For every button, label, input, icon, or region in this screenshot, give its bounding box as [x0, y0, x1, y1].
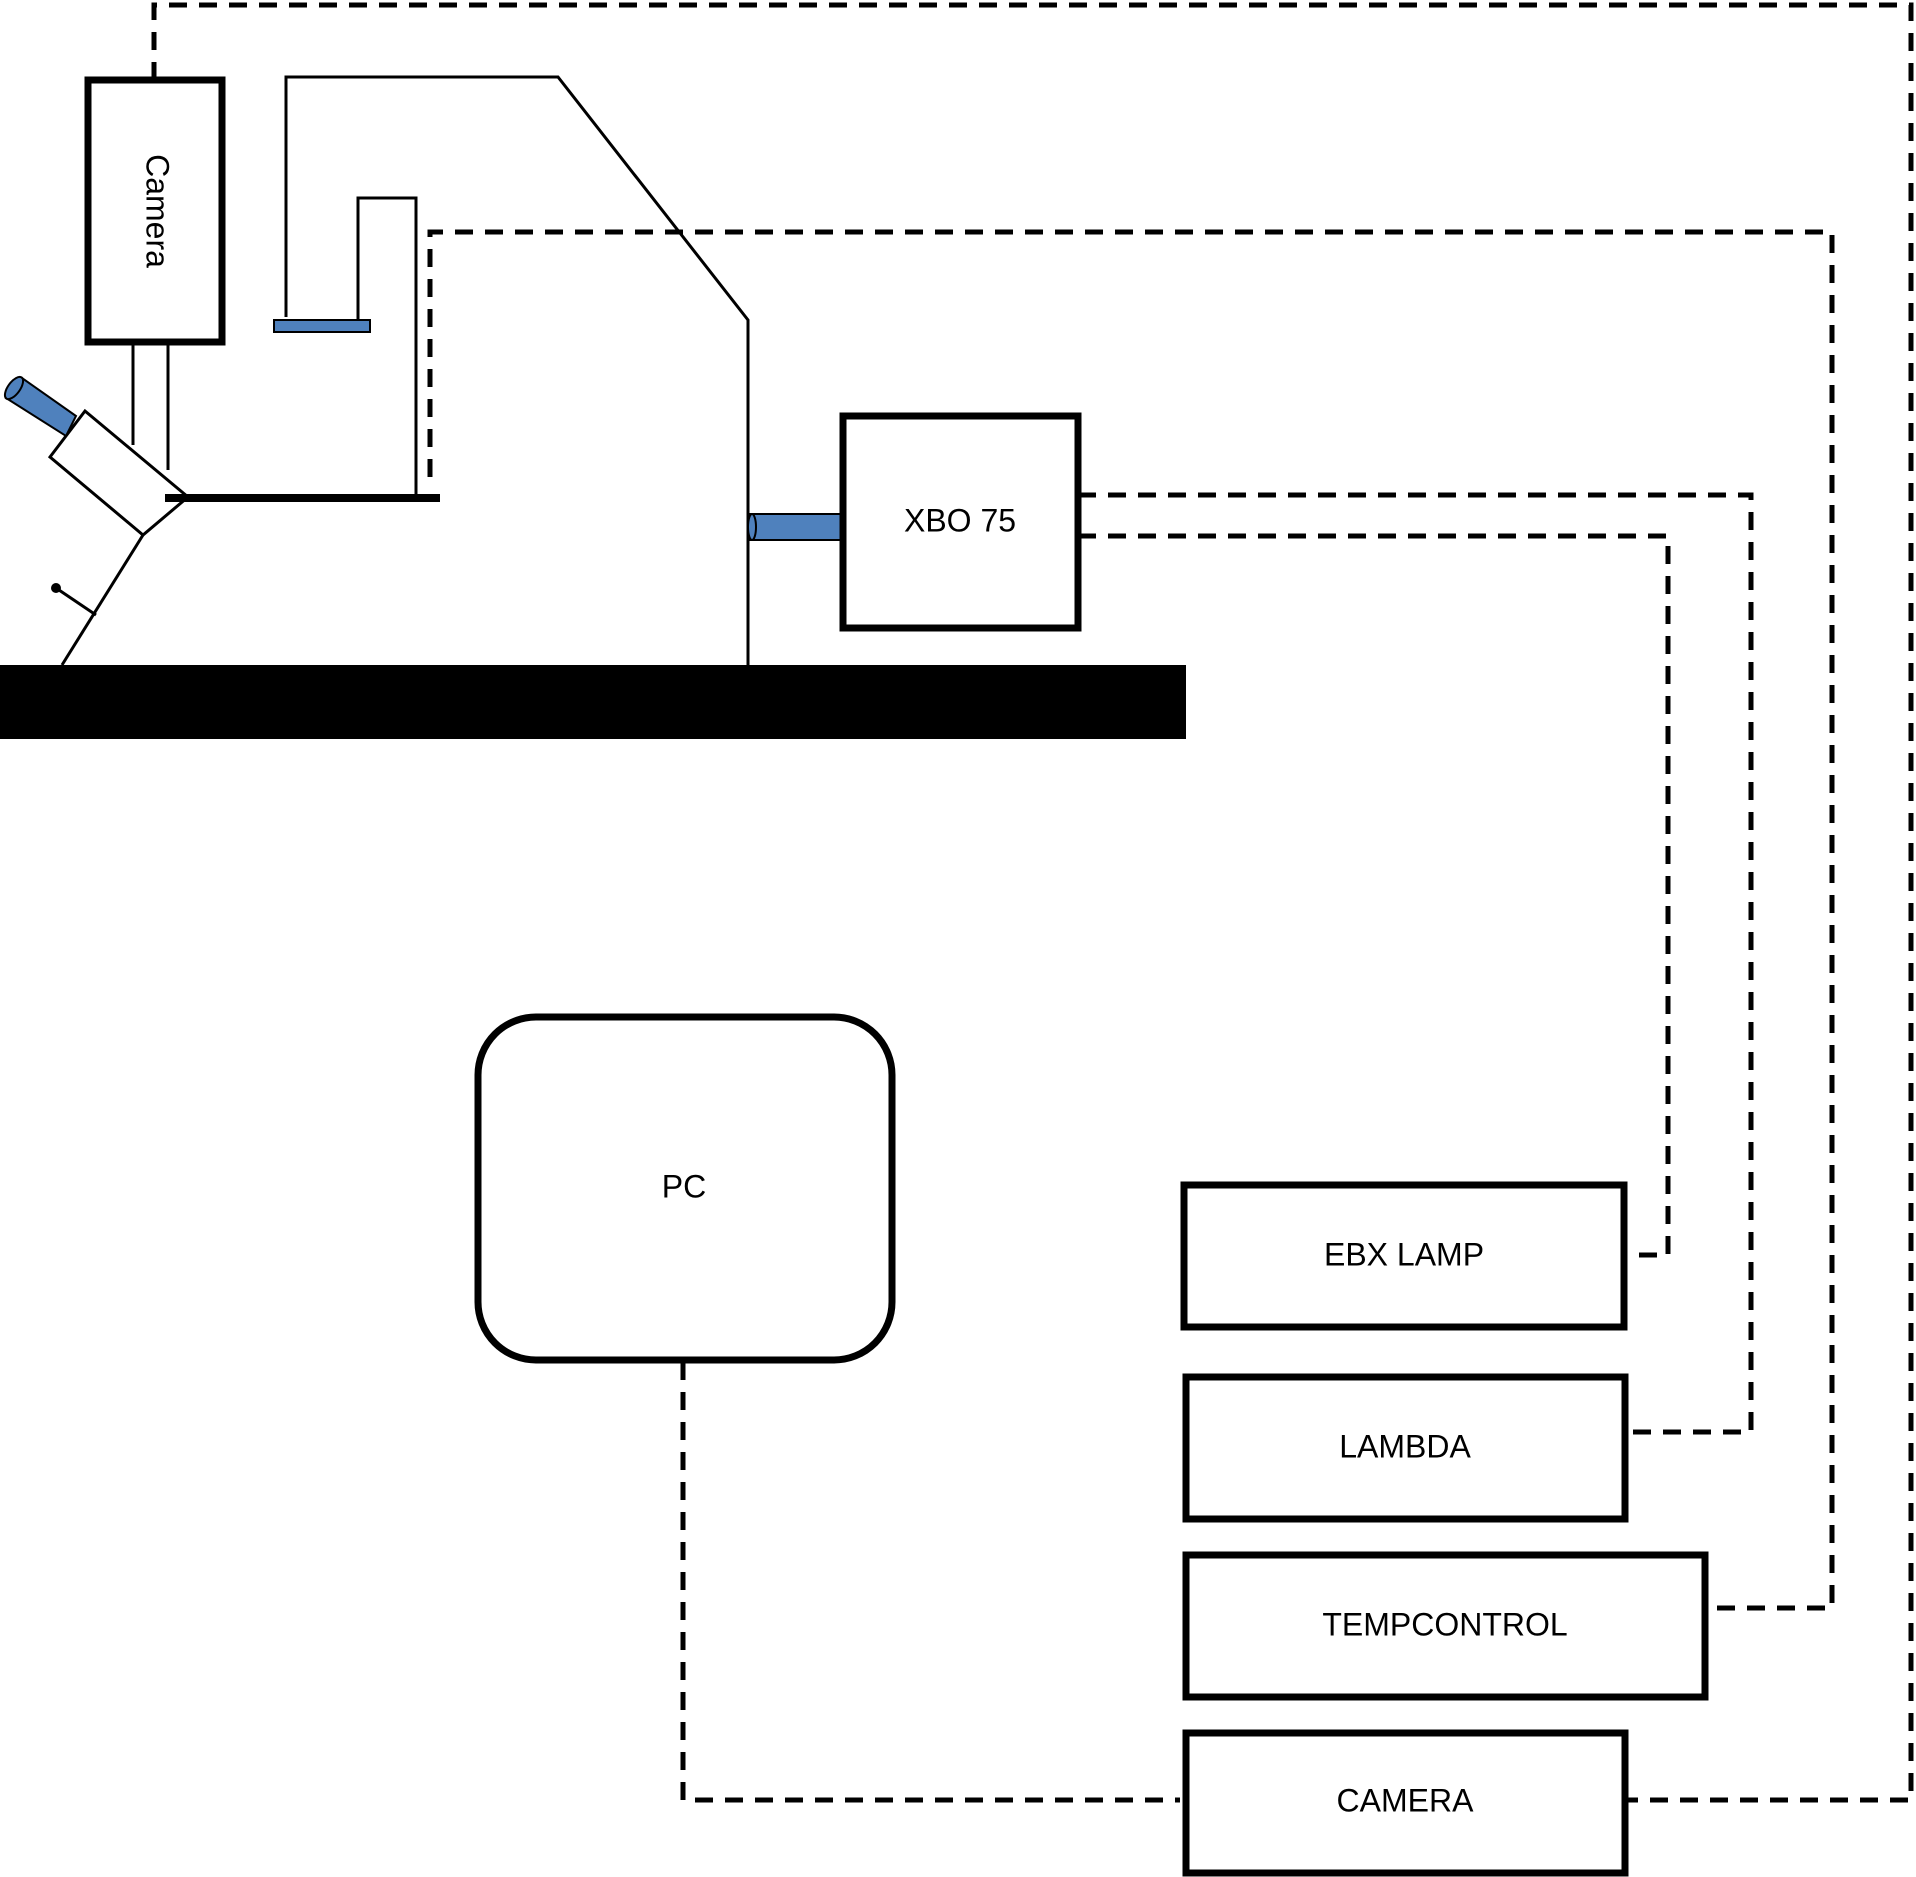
lamp-connector-cap	[747, 513, 757, 541]
microscope-body-outline	[284, 75, 750, 665]
camera-box-label: Camera	[140, 154, 176, 268]
optical-table	[0, 665, 1186, 739]
condenser-lens	[273, 319, 371, 333]
xbo-label: XBO 75	[904, 502, 1016, 538]
lamp-connector	[749, 513, 844, 541]
camera-box	[84, 76, 226, 346]
pc-label: PC	[662, 1168, 706, 1204]
lambda-box	[1182, 1373, 1629, 1523]
camera-controller-label: CAMERA	[1337, 1782, 1475, 1818]
focus-knob	[51, 583, 61, 593]
microscope: Camera	[0, 75, 1186, 739]
pc-cable	[680, 1362, 1180, 1803]
ebx-lamp-label: EBX LAMP	[1324, 1236, 1484, 1272]
tempcontrol-label: TEMPCONTROL	[1322, 1606, 1567, 1642]
xbo-box	[839, 412, 1082, 632]
eyepiece-tube	[47, 408, 191, 537]
xbo-lamp-housing: XBO 75	[839, 412, 1082, 632]
lambda-cable	[1078, 492, 1754, 1435]
ebx-lamp-cable	[1078, 533, 1671, 1258]
condenser-arm	[356, 196, 418, 497]
pc-box	[474, 1013, 896, 1364]
lambda-label: LAMBDA	[1339, 1428, 1471, 1464]
focus-knob-stem	[55, 586, 97, 617]
connection-lines	[151, 2, 1914, 1803]
tempcontrol-box	[1182, 1551, 1709, 1701]
eyepiece-lens-cap	[3, 375, 25, 401]
ebx-lamp-box	[1180, 1181, 1628, 1331]
camera-controller-box	[1182, 1729, 1629, 1877]
controllers: EBX LAMP LAMBDA TEMPCONTROL CAMERA	[1180, 1181, 1709, 1877]
microscope-front-leg	[60, 534, 145, 666]
pc: PC	[474, 1013, 896, 1364]
tempcontrol-cable	[427, 229, 1835, 1611]
camera-cable	[151, 2, 1914, 1803]
